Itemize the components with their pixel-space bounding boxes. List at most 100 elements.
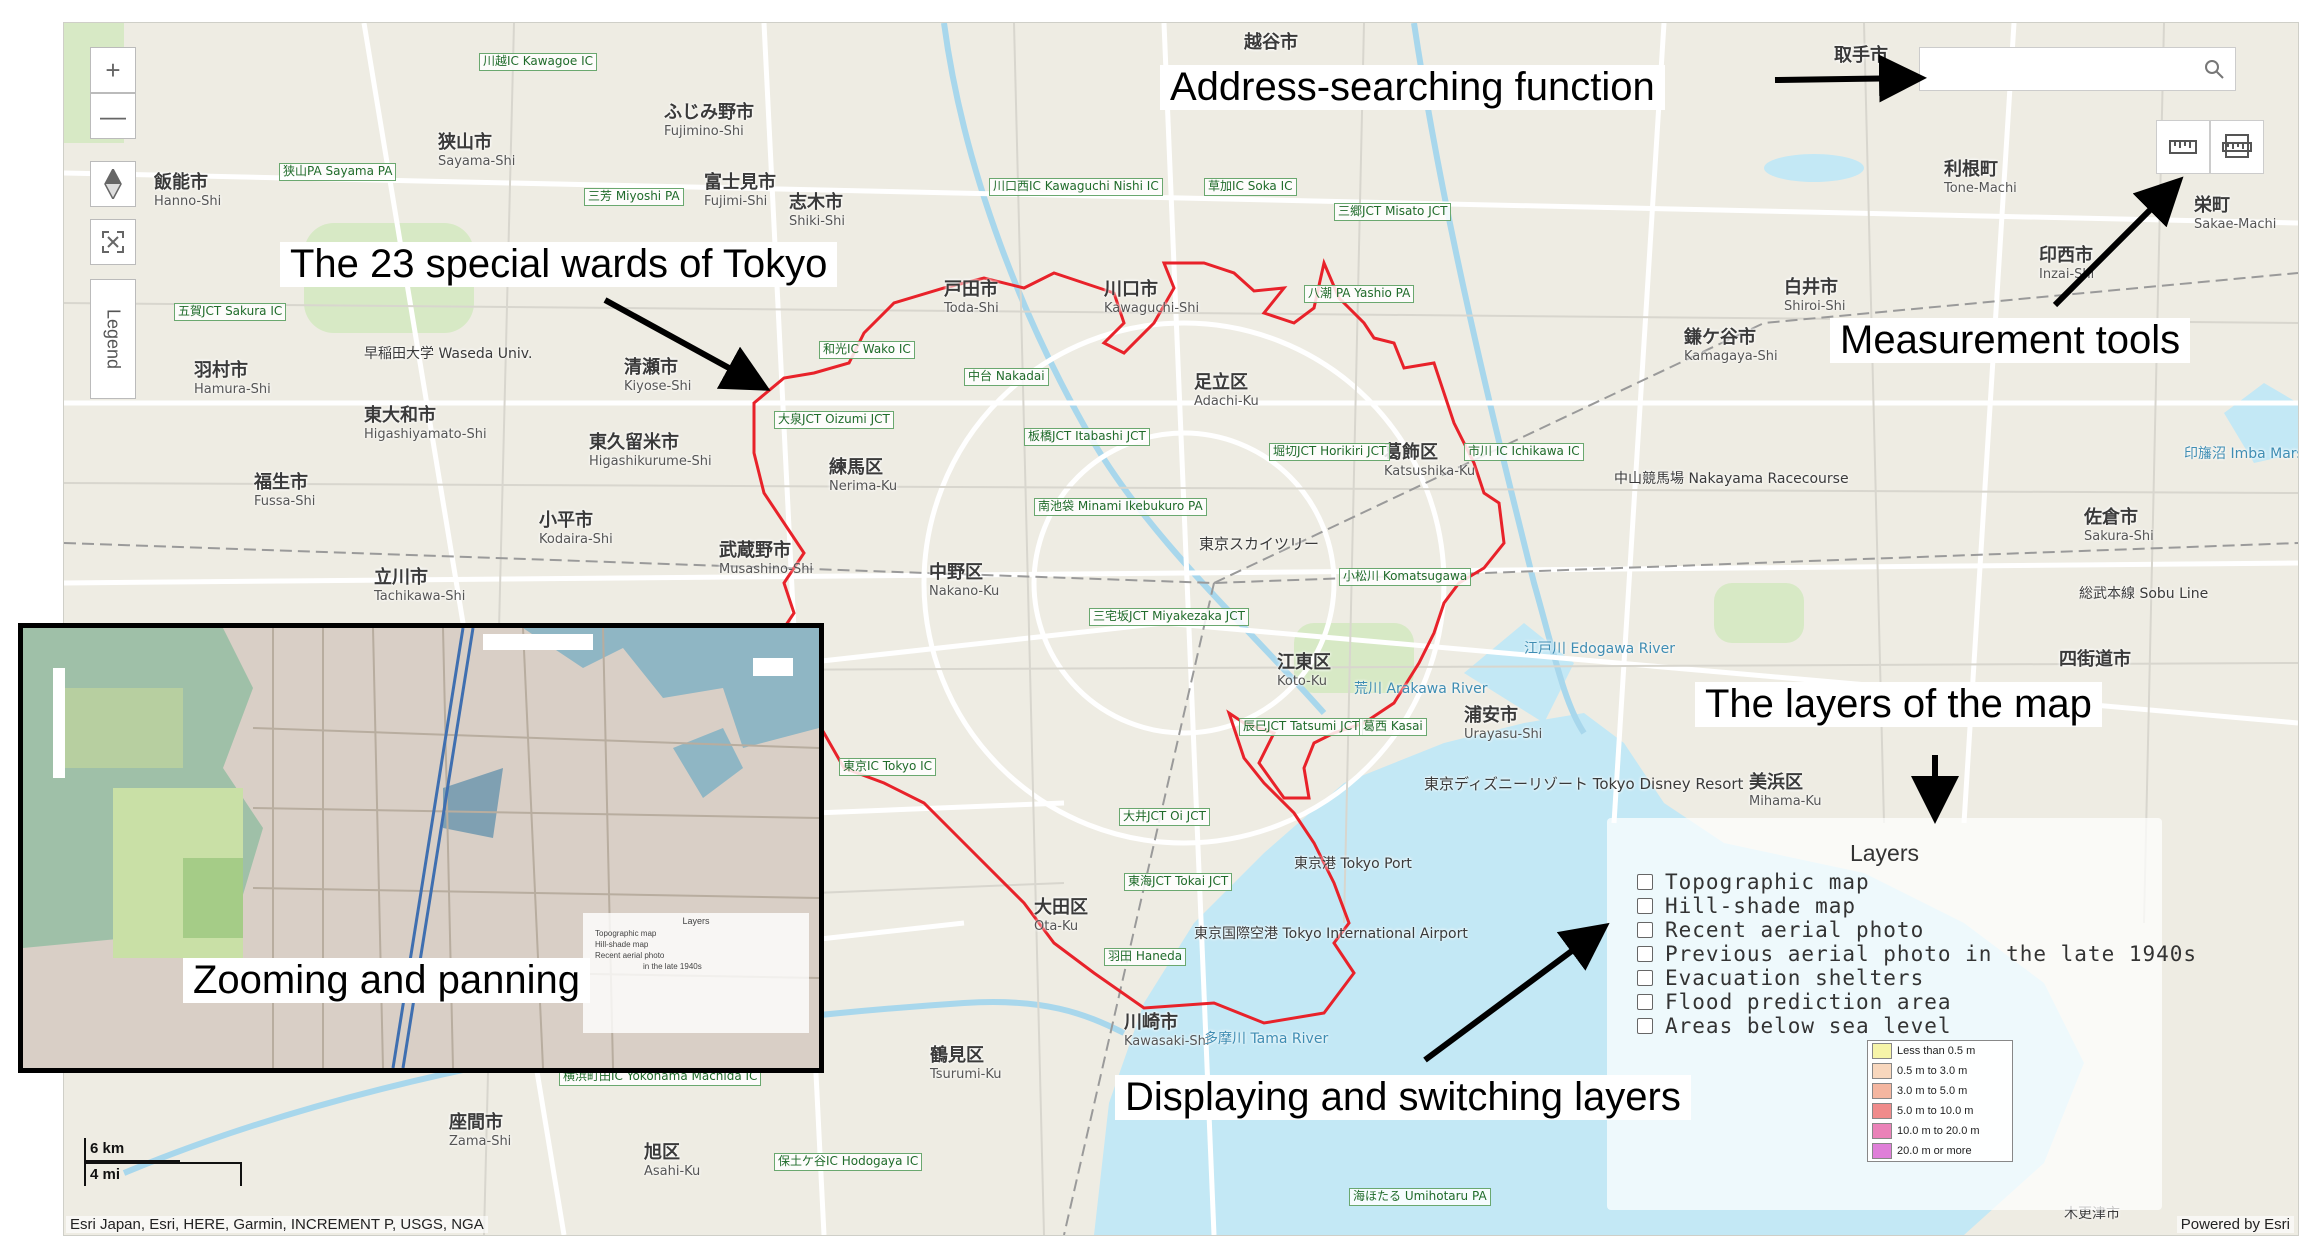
river-label: 江戸川 Edogawa River bbox=[1524, 641, 1675, 657]
interchange-label: 南池袋 Minami Ikebukuro PA bbox=[1034, 498, 1207, 516]
layer-toggle-hillshade[interactable]: Hill-shade map bbox=[1637, 894, 1856, 918]
legend-item: Less than 0.5 m bbox=[1868, 1041, 2012, 1061]
layer-toggle-topographic[interactable]: Topographic map bbox=[1637, 870, 1870, 894]
lake-teganuma bbox=[1764, 154, 1864, 182]
layer-checkbox[interactable] bbox=[1637, 1018, 1653, 1034]
area-measure-button[interactable] bbox=[2210, 120, 2264, 174]
interchange-label: 狭山PA Sayama PA bbox=[279, 163, 397, 181]
interchange-label: 草加IC Soka IC bbox=[1204, 178, 1297, 196]
layer-checkbox[interactable] bbox=[1637, 970, 1653, 986]
place-label: 東京港 Tokyo Port bbox=[1294, 856, 1412, 872]
interchange-label: 和光IC Wako IC bbox=[819, 341, 915, 359]
interchange-label: 川口西IC Kawaguchi Nishi IC bbox=[989, 178, 1163, 196]
powered-by-esri-link[interactable]: Powered by Esri bbox=[2176, 1216, 2294, 1233]
legend-item: 20.0 m or more bbox=[1868, 1141, 2012, 1161]
arrow-to-measure bbox=[2052, 176, 2184, 308]
scale-km: 6 km bbox=[84, 1138, 180, 1162]
legend-tab[interactable]: Legend bbox=[90, 279, 136, 399]
compass-button[interactable] bbox=[90, 161, 136, 207]
area-measure-icon bbox=[2222, 134, 2252, 158]
legend-item: 10.0 m to 20.0 m bbox=[1868, 1121, 2012, 1141]
layer-checkbox[interactable] bbox=[1637, 874, 1653, 890]
interchange-label: 葛西 Kasai bbox=[1359, 718, 1427, 736]
interchange-label: 五賀JCT Sakura IC bbox=[174, 303, 287, 321]
inset-layer-row: in the late 1940s bbox=[643, 962, 702, 971]
river-label: 多摩川 Tama River bbox=[1204, 1031, 1329, 1047]
interchange-label: 小松川 Komatsugawa bbox=[1339, 568, 1472, 586]
inset-layers-title: Layers bbox=[682, 916, 710, 926]
layer-checkbox[interactable] bbox=[1637, 922, 1653, 938]
address-search-input[interactable] bbox=[1919, 47, 2236, 91]
interchange-label: 東海JCT Tokai JCT bbox=[1124, 873, 1233, 891]
layer-toggle-flood[interactable]: Flood prediction area bbox=[1637, 990, 1952, 1014]
interchange-label: 大井JCT Oi JCT bbox=[1119, 808, 1210, 826]
layer-checkbox[interactable] bbox=[1637, 994, 1653, 1010]
scale-mi: 4 mi bbox=[84, 1162, 242, 1186]
interchange-label: 市川 IC Ichikawa IC bbox=[1464, 443, 1584, 461]
callout-map-layers: The layers of the map bbox=[1695, 682, 2102, 727]
zoom-in-button[interactable]: + bbox=[90, 47, 136, 93]
zoom-out-button[interactable]: — bbox=[90, 93, 136, 139]
layer-toggle-recent-aerial[interactable]: Recent aerial photo bbox=[1637, 918, 1924, 942]
layers-title: Layers bbox=[1849, 840, 1920, 866]
landmark-label: 東京スカイツリー bbox=[1199, 535, 1320, 553]
interchange-label: 堀切JCT Horikiri JCT bbox=[1269, 443, 1391, 461]
inset-layer-row: Recent aerial photo bbox=[595, 951, 665, 960]
arrow-to-wards bbox=[603, 297, 771, 391]
interchange-label: 板橋JCT Itabashi JCT bbox=[1024, 428, 1150, 446]
layer-checkbox[interactable] bbox=[1637, 946, 1653, 962]
interchange-label: 羽田 Haneda bbox=[1104, 948, 1187, 966]
layer-checkbox[interactable] bbox=[1637, 898, 1653, 914]
layer-toggle-previous-aerial[interactable]: Previous aerial photo in the late 1940s bbox=[1637, 942, 2197, 966]
search-icon[interactable] bbox=[2203, 58, 2225, 80]
interchange-label: 辰巳JCT Tatsumi JCT bbox=[1239, 718, 1364, 736]
legend-swatch bbox=[1872, 1063, 1892, 1079]
fullscreen-button[interactable] bbox=[90, 219, 136, 265]
marsh-label: 印旛沼 Imba Marsh bbox=[2184, 446, 2298, 462]
place-label: 東京ディズニーリゾート Tokyo Disney Resort bbox=[1424, 775, 1744, 793]
legend-swatch bbox=[1872, 1143, 1892, 1159]
interchange-label: 三宅坂JCT Miyakezaka JCT bbox=[1089, 608, 1249, 626]
interchange-label: 三芳 Miyoshi PA bbox=[584, 188, 684, 206]
fullscreen-icon bbox=[102, 231, 124, 253]
map-attribution: Esri Japan, Esri, HERE, Garmin, INCREMEN… bbox=[66, 1216, 488, 1233]
arrow-to-search bbox=[1774, 54, 1927, 103]
inset-layer-row: Hill-shade map bbox=[595, 940, 649, 949]
place-label: 取手市 bbox=[1834, 45, 1888, 66]
layer-toggle-below-sea-level[interactable]: Areas below sea level bbox=[1637, 1014, 1952, 1038]
legend-swatch bbox=[1872, 1103, 1892, 1119]
place-label: 東京国際空港 Tokyo International Airport bbox=[1194, 926, 1468, 942]
legend-swatch bbox=[1872, 1043, 1892, 1059]
legend-item: 3.0 m to 5.0 m bbox=[1868, 1081, 2012, 1101]
zoom-inset-screenshot: Layers Topographic map Hill-shade map Re… bbox=[18, 623, 824, 1073]
place-label: 四街道市 bbox=[2059, 649, 2131, 670]
rail-line-label: 総武本線 Sobu Line bbox=[2079, 586, 2209, 602]
interchange-label: 大泉JCT Oizumi JCT bbox=[774, 411, 894, 429]
interchange-label: 海ほたる Umihotaru PA bbox=[1349, 1188, 1491, 1206]
interchange-label: 川越IC Kawagoe IC bbox=[479, 53, 597, 71]
layer-toggle-evacuation[interactable]: Evacuation shelters bbox=[1637, 966, 1924, 990]
callout-measurement-tools: Measurement tools bbox=[1830, 318, 2191, 363]
zoom-panning-caption: Zooming and panning bbox=[183, 958, 590, 1003]
distance-measure-button[interactable] bbox=[2156, 120, 2210, 174]
interchange-label: 八潮 PA Yashio PA bbox=[1304, 285, 1415, 303]
river-label: 荒川 Arakawa River bbox=[1354, 681, 1488, 697]
